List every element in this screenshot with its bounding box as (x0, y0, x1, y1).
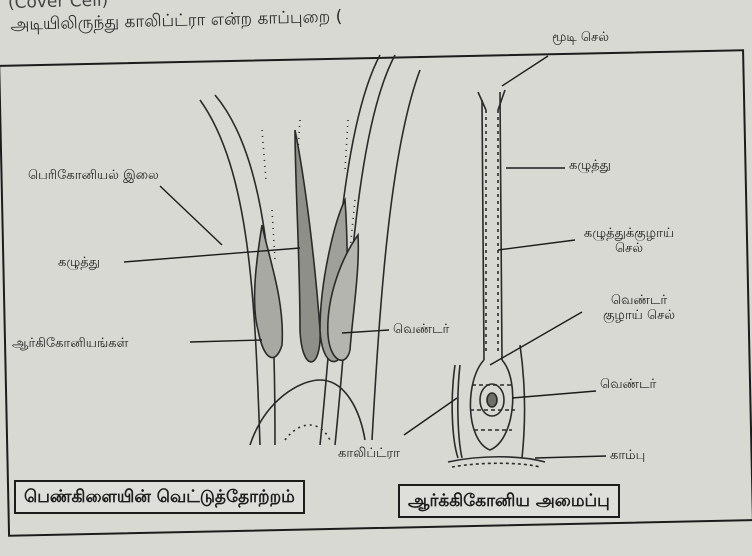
label-stalk: காம்பு (610, 448, 645, 463)
label-venter-canal-cell: வெண்டர் குழாய் செல் (584, 293, 694, 323)
caption-female-branch-section: பெண்கிளையின் வெட்டுத்தோற்றம் (14, 480, 305, 514)
label-neck-canal-cell-line2: செல் (574, 241, 684, 256)
label-venter-canal-cell-line1: வெண்டர் (584, 293, 694, 308)
archegonium-structure (448, 90, 545, 467)
female-branch-section (200, 55, 420, 445)
leader-lines (124, 56, 606, 458)
label-venter-right: வெண்டர் (600, 377, 656, 392)
caption-archegonium-structure: ஆர்க்கிகோனிய அமைப்பு (398, 484, 620, 518)
label-archegonia: ஆர்கிகோனியங்கள் (12, 336, 128, 351)
label-perichaetial-leaf: பெரிகோனியல் இலை (28, 168, 159, 183)
label-calyptra: காலிப்ட்ரா (338, 446, 400, 461)
label-venter-canal-cell-line2: குழாய் செல் (584, 308, 694, 323)
label-venter-left: வெண்டர் (393, 322, 449, 337)
label-neck-right: கழுத்து (569, 158, 611, 173)
label-neck-canal-cell-line1: கழுத்துக்குழாய் (574, 226, 684, 241)
label-cover-cell: மூடி செல் (552, 30, 609, 45)
label-neck-left: கழுத்து (58, 255, 100, 270)
label-neck-canal-cell: கழுத்துக்குழாய் செல் (574, 226, 684, 256)
